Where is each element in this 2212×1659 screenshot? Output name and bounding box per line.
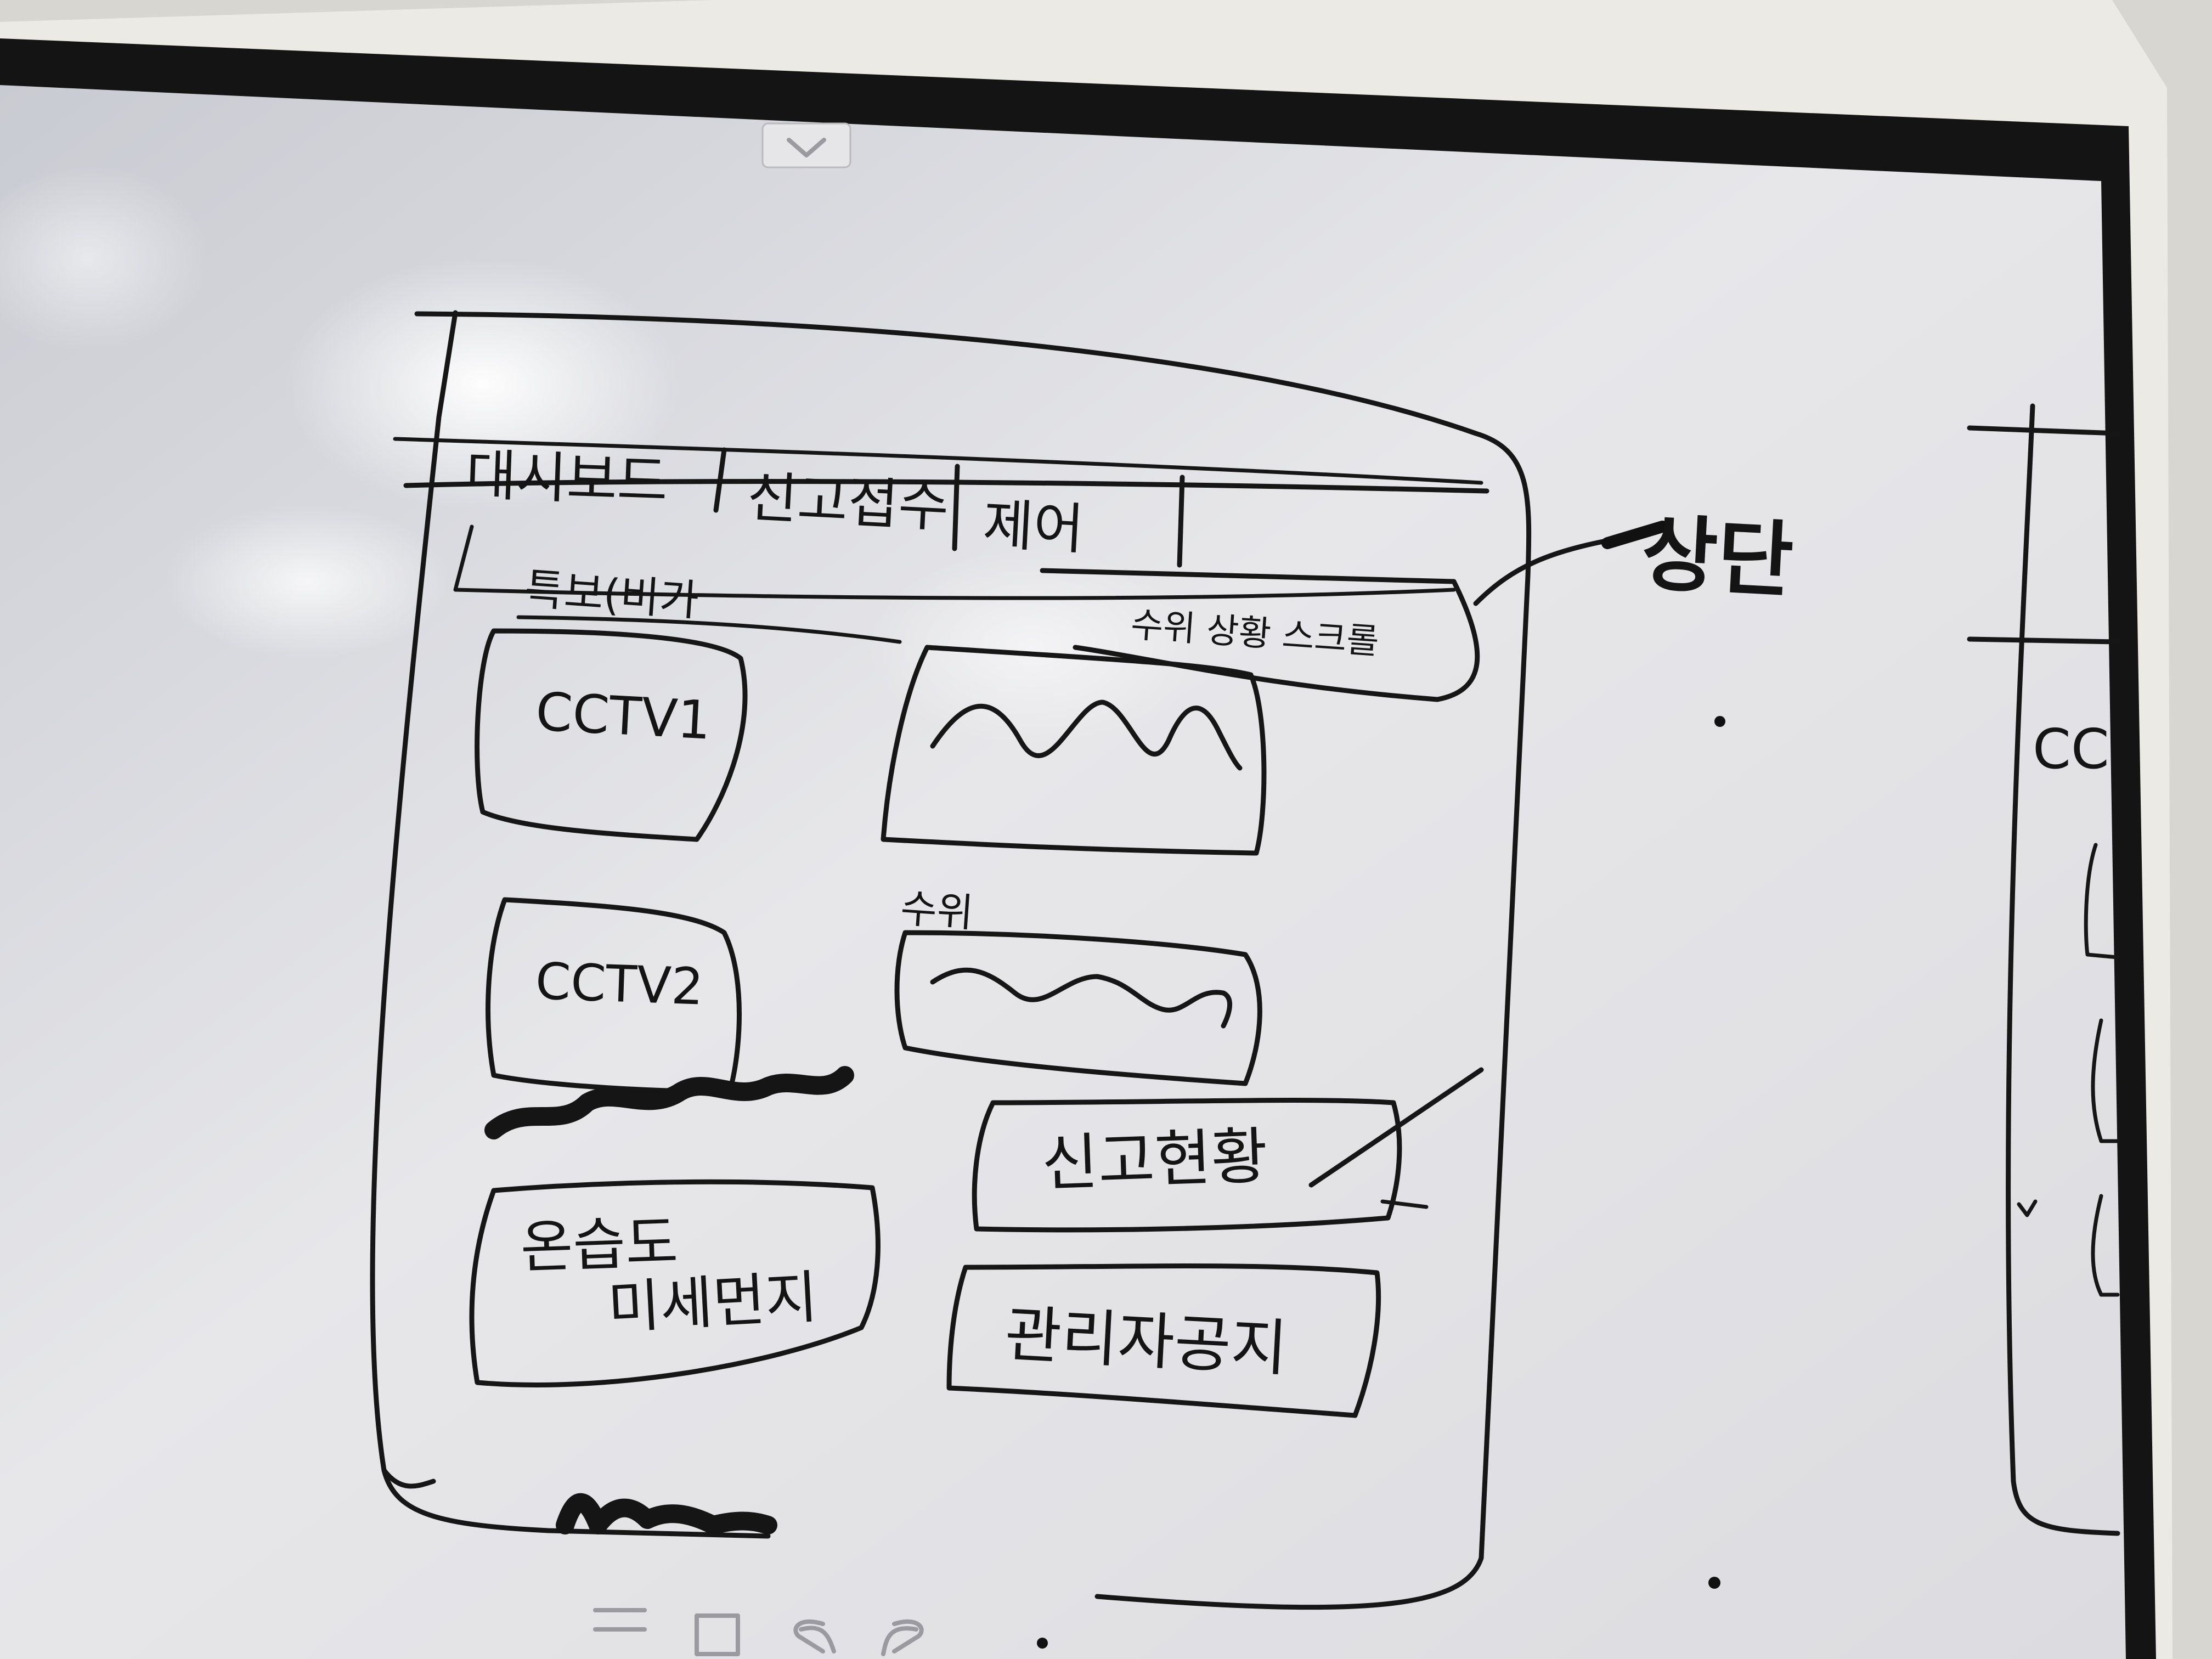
glare-spot: [0, 165, 208, 351]
glare-spot: [285, 258, 680, 510]
marker-dot: [1037, 1638, 1048, 1649]
water-level-label: 수위: [899, 885, 975, 936]
glare-spot: [165, 505, 450, 658]
tab-dashboard: 대시보드: [465, 443, 669, 514]
board-toolbar: [593, 1608, 1048, 1656]
glare-spot: [867, 549, 1196, 746]
redo-icon[interactable]: [881, 1619, 924, 1656]
cctv2-label: CCTV2: [534, 952, 704, 1017]
report-status-label: 신고현황: [1040, 1121, 1268, 1200]
side-sketch-cctv-fragment: CC: [2033, 717, 2109, 781]
annotation-top-label: 상단: [1639, 506, 1796, 609]
fine-dust-label: 미세먼지: [606, 1263, 820, 1341]
collapse-chevron-icon[interactable]: [761, 122, 851, 168]
tab-report-intake: 신고접수: [746, 465, 951, 539]
undo-icon[interactable]: [793, 1619, 836, 1654]
admin-notice-label: 관리자공지: [1003, 1299, 1289, 1385]
tab-control: 제어: [981, 492, 1086, 561]
temp-humidity-label: 온습도: [520, 1209, 679, 1281]
wireframe-sketch: [370, 310, 1725, 1610]
cctv1-label: CCTV1: [534, 681, 713, 752]
side-sketch-partial: [1967, 403, 2120, 1536]
menu-icon[interactable]: [593, 1608, 647, 1632]
frame-icon[interactable]: [695, 1613, 740, 1656]
info-bar-alert-text: 특보(비가: [523, 565, 701, 626]
